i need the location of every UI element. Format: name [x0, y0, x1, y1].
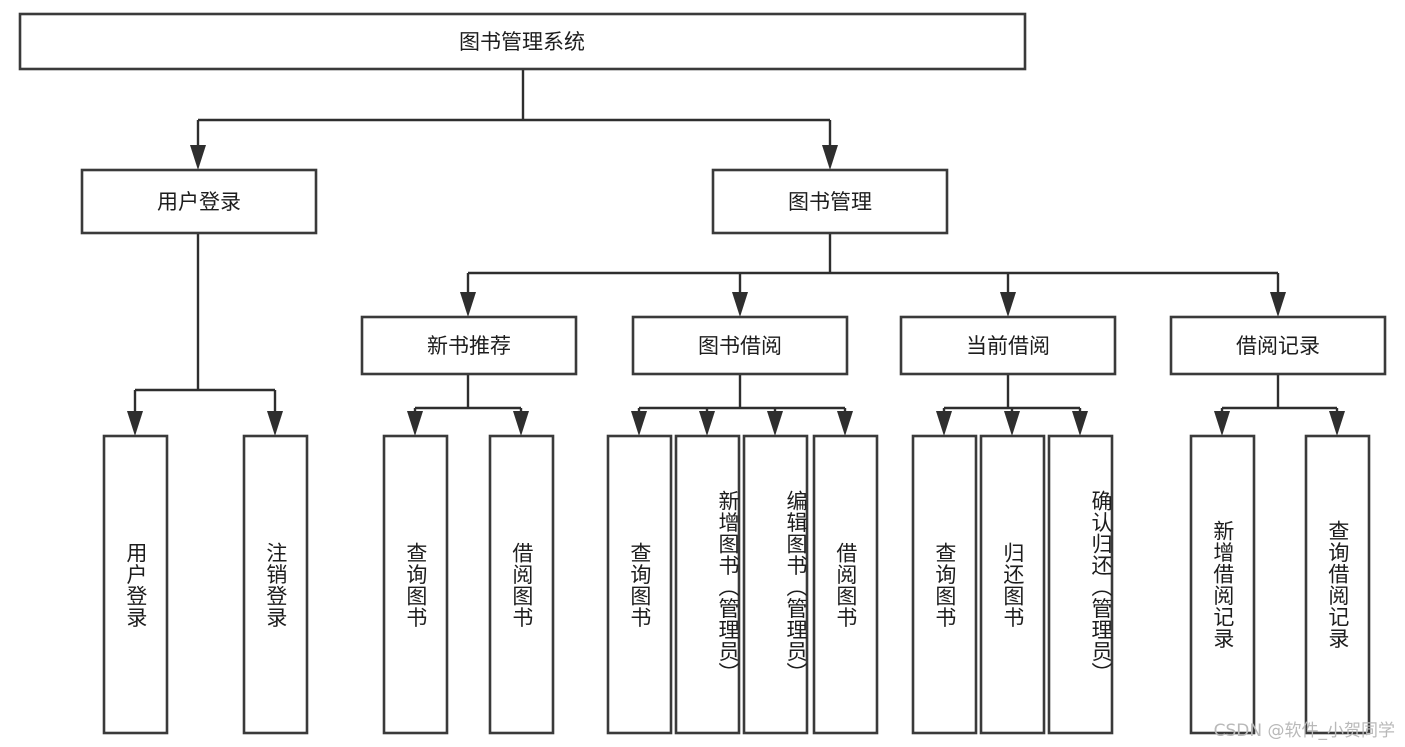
node-leaf-query-book-2[interactable]	[606, 434, 673, 735]
node-leaf-user-login[interactable]	[102, 434, 169, 735]
node-layer: 图书管理系统 用户登录 图书管理 新书推荐 图书借阅 当前借阅 借阅记录	[18, 12, 1387, 735]
node-borrow-record[interactable]	[1169, 315, 1387, 376]
arrow-to-book-borrow	[732, 292, 748, 317]
arrow-to-current-borrow	[1000, 292, 1016, 317]
node-new-book-rec-label: 新书推荐	[427, 334, 511, 358]
arrow-to-leaf-edit-book	[767, 411, 783, 436]
node-leaf-edit-book[interactable]	[742, 434, 809, 735]
arrow-to-user-login	[190, 145, 206, 170]
node-leaf-logout[interactable]	[242, 434, 309, 735]
node-leaf-query-book-1[interactable]	[382, 434, 449, 735]
node-leaf-return-book[interactable]	[979, 434, 1046, 735]
node-leaf-query-record[interactable]	[1304, 434, 1371, 735]
node-leaf-borrow-book-1[interactable]	[488, 434, 555, 735]
node-new-book-rec[interactable]	[360, 315, 578, 376]
node-leaf-confirm-return[interactable]	[1047, 434, 1114, 735]
arrow-to-new-book-rec	[460, 292, 476, 317]
node-leaf-add-record[interactable]	[1189, 434, 1256, 735]
arrow-to-leaf-query-book-2	[631, 411, 647, 436]
node-user-login[interactable]	[80, 168, 318, 235]
node-root-label: 图书管理系统	[459, 30, 585, 54]
arrow-to-leaf-query-record	[1329, 411, 1345, 436]
arrow-to-book-manage	[822, 145, 838, 170]
arrow-to-leaf-add-record	[1214, 411, 1230, 436]
watermark-label: CSDN @软件_小贺同学	[1213, 721, 1395, 741]
node-leaf-borrow-book-2[interactable]	[812, 434, 879, 735]
arrow-to-leaf-query-book-1	[407, 411, 423, 436]
node-current-borrow[interactable]	[899, 315, 1117, 376]
node-book-manage-label: 图书管理	[788, 190, 872, 214]
connector-layer	[127, 69, 1345, 436]
node-book-borrow[interactable]	[631, 315, 849, 376]
arrow-to-leaf-confirm-return	[1072, 411, 1088, 436]
node-current-borrow-label: 当前借阅	[966, 334, 1050, 358]
node-leaf-query-book-3[interactable]	[911, 434, 978, 735]
arrow-to-leaf-user-login	[127, 411, 143, 436]
arrow-to-leaf-borrow-book-2	[837, 411, 853, 436]
arrow-to-leaf-query-book-3	[936, 411, 952, 436]
arrow-to-borrow-record	[1270, 292, 1286, 317]
arrow-to-leaf-return-book	[1004, 411, 1020, 436]
arrow-to-leaf-borrow-book-1	[513, 411, 529, 436]
arrow-to-leaf-add-book	[699, 411, 715, 436]
node-book-borrow-label: 图书借阅	[698, 334, 782, 358]
node-book-manage[interactable]	[711, 168, 949, 235]
node-leaf-add-book[interactable]	[674, 434, 741, 735]
arrow-to-leaf-logout	[267, 411, 283, 436]
node-user-login-label: 用户登录	[157, 190, 241, 214]
node-root[interactable]	[18, 12, 1027, 71]
node-borrow-record-label: 借阅记录	[1236, 334, 1320, 358]
